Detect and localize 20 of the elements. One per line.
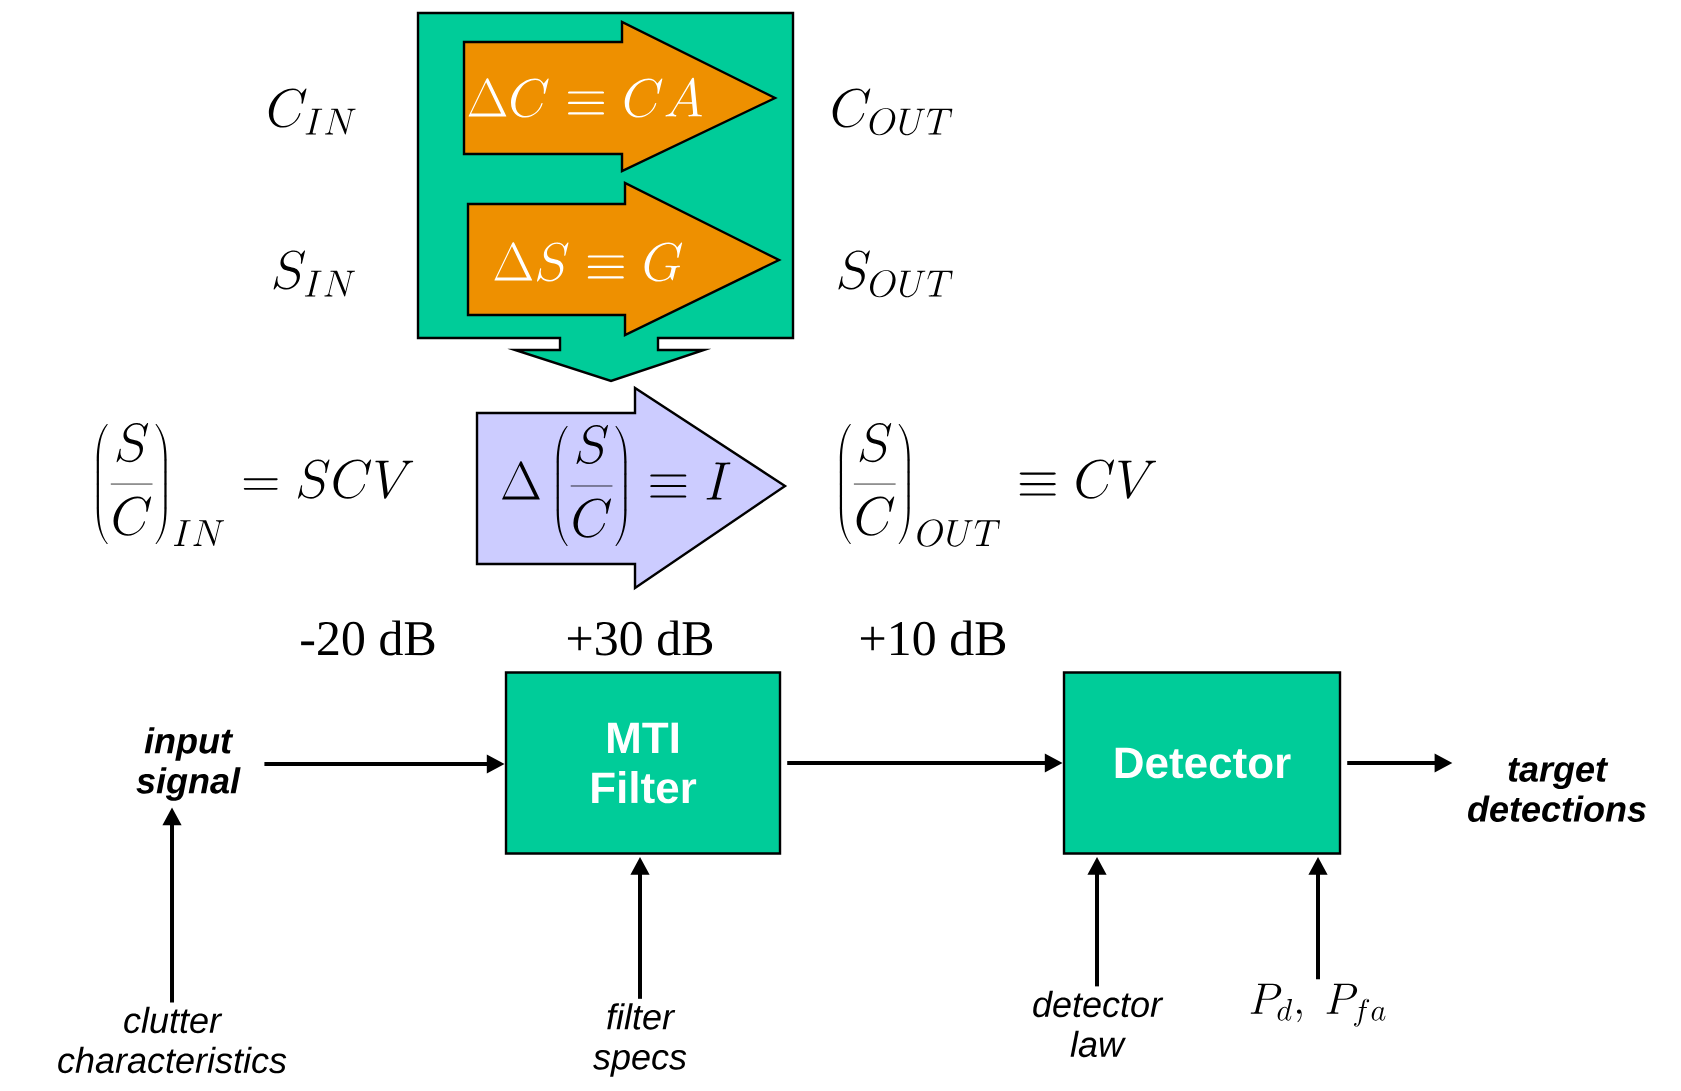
process-box: MTI Filter bbox=[504, 671, 782, 855]
gain-label: -20 dB bbox=[301, 620, 435, 656]
formula: $S_{IN}$ bbox=[273, 250, 355, 297]
node-label: input signal bbox=[136, 727, 241, 801]
node-label: clutter characteristics bbox=[58, 1006, 287, 1074]
formula: $C_{OUT}$ bbox=[832, 88, 953, 136]
process-block: $\Delta S\equiv G$ bbox=[466, 181, 782, 337]
formula: $\left(\frac{S}{C}\right)_{OUT}\equiv CV$ bbox=[839, 423, 1157, 547]
gain-label: +30 dB bbox=[567, 620, 713, 656]
process-block: $\Delta\left(\frac{S}{C}\right)\equiv I$ bbox=[475, 385, 788, 591]
formula: $C_{IN}$ bbox=[268, 88, 356, 135]
process-block: $\Delta C\equiv CA$ bbox=[462, 20, 778, 173]
formula: $S_{OUT}$ bbox=[838, 250, 953, 298]
process-box: Detector bbox=[1062, 671, 1342, 855]
node-label: target detections bbox=[1468, 758, 1646, 822]
node-label: filter specs bbox=[593, 1003, 687, 1077]
node-label: $P_{d},\ P_{fa}$ bbox=[1250, 983, 1386, 1027]
node-label: detector law bbox=[1033, 990, 1164, 1058]
formula: $\left(\frac{S}{C}\right)_{IN}=SCV$ bbox=[96, 423, 414, 546]
gain-label: +10 dB bbox=[860, 620, 1006, 656]
